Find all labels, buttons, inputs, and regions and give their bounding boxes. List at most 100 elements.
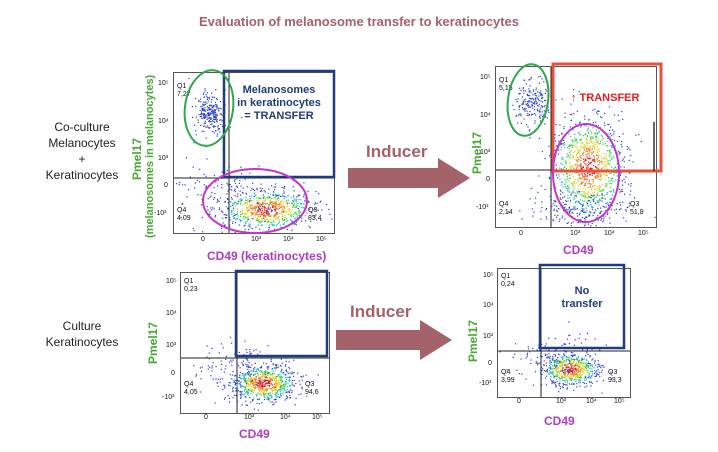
q1-value: 0,23 <box>184 286 198 293</box>
row-label-line: Melanocytes <box>48 136 116 150</box>
y-tick: 10⁵ <box>158 80 169 87</box>
y-tick: -10³ <box>162 394 175 401</box>
inducer-label-top: Inducer <box>366 142 428 161</box>
events <box>499 321 626 394</box>
events <box>193 336 319 411</box>
x-tick: 10⁵ <box>312 414 323 421</box>
arrow-shape <box>336 320 452 360</box>
y-tick: 10⁴ <box>158 118 169 125</box>
row-label-line: Keratinocytes <box>45 168 119 182</box>
q4-value: 4,05 <box>184 389 198 396</box>
x-tick: 10³ <box>244 414 255 421</box>
x-axis-label: CD49 <box>544 414 575 428</box>
x-tick: 10³ <box>570 230 581 237</box>
q4-name: Q4 <box>184 381 194 388</box>
scatter-plot-c <box>181 273 329 413</box>
row-label-line: Keratinocytes <box>45 335 119 349</box>
no-transfer-label: No transfer <box>540 285 624 311</box>
y-tick: 10⁵ <box>166 278 177 285</box>
y-tick: 10⁵ <box>483 272 494 279</box>
y-tick: -10³ <box>154 210 167 217</box>
x-tick: 10³ <box>556 398 567 405</box>
y-tick: 10⁴ <box>480 112 491 119</box>
inducer-arrow-bottom <box>336 320 452 360</box>
q4-name: Q4 <box>501 369 511 376</box>
y-tick: -10³ <box>476 204 489 211</box>
row-label-culture: Culture Keratinocytes <box>22 318 142 350</box>
q3-value: 51,9 <box>630 209 644 216</box>
x-tick: 0 <box>519 230 523 237</box>
q4-name: Q4 <box>177 207 187 214</box>
q4-value: 3,99 <box>501 377 515 384</box>
y-tick: -10³ <box>479 380 492 387</box>
q3-name: Q3 <box>630 201 640 208</box>
x-tick: 10⁵ <box>614 398 625 405</box>
q1-value: 5,15 <box>499 85 513 92</box>
row-label-line: Co-culture <box>54 120 110 134</box>
q4-value: 2,14 <box>499 209 513 216</box>
up-transfer-label: ↑ TRANSFER <box>571 92 640 104</box>
x-tick: 10⁴ <box>604 230 615 237</box>
inducer-arrow-top <box>348 158 470 198</box>
q3-value: 94,6 <box>305 389 319 396</box>
x-axis-label: CD49 <box>239 427 270 441</box>
x-tick: 0 <box>517 398 521 405</box>
q1-name: Q1 <box>184 278 194 285</box>
y-axis-label: Pmel17 <box>146 321 160 364</box>
x-tick: 0 <box>204 414 208 421</box>
gate-text-line: transfer <box>561 298 603 310</box>
x-tick: 10³ <box>251 236 262 243</box>
x-axis-label: CD49 <box>563 243 594 257</box>
page-title: Evaluation of melanosome transfer to ker… <box>198 14 520 29</box>
y-tick: 0 <box>164 182 168 189</box>
gate-text-line: = TRANSFER <box>244 110 314 122</box>
q1-name: Q1 <box>499 77 509 84</box>
x-axis-label: CD49 (keratinocytes) <box>207 249 327 263</box>
y-tick: 10³ <box>483 333 494 340</box>
q3-value: 93,3 <box>608 377 622 384</box>
row-label-line: + <box>78 152 86 166</box>
x-tick: 10⁴ <box>283 236 294 243</box>
y-tick: 10⁵ <box>480 74 491 81</box>
y-tick: 0 <box>488 360 492 367</box>
gate-text-line: in keratinocytes <box>237 97 321 109</box>
gate-text-line: Melanosomes <box>242 84 316 96</box>
arrow-shape <box>348 158 470 198</box>
row-label-coculture: Co-culture Melanocytes + Keratinocytes <box>22 119 142 183</box>
y-tick: 0 <box>171 370 175 377</box>
q1-value: 7,27 <box>177 91 191 98</box>
row-label-line: Culture <box>62 319 102 333</box>
y-tick: 10⁴ <box>166 310 177 317</box>
y-tick: 10³ <box>158 155 169 162</box>
x-tick: 0 <box>201 236 205 243</box>
y-tick: 0 <box>486 176 490 183</box>
y-axis-label: Pmel17 <box>130 137 144 180</box>
y-axis-label: Pmel17 <box>466 319 480 362</box>
gate-text-line: No <box>574 285 590 297</box>
q4-value: 4,09 <box>177 215 191 222</box>
q3-name: Q3 <box>305 381 315 388</box>
x-tick: 10⁴ <box>586 398 597 405</box>
y-tick: 10³ <box>480 149 491 156</box>
q1-value: 0,24 <box>501 281 515 288</box>
q1-name: Q1 <box>501 273 511 280</box>
q3-value: 83,4 <box>308 215 322 222</box>
inducer-label-bottom: Inducer <box>350 302 412 321</box>
x-tick: 10⁵ <box>638 230 649 237</box>
x-tick: 10⁴ <box>280 414 291 421</box>
x-tick: 10⁵ <box>316 236 327 243</box>
